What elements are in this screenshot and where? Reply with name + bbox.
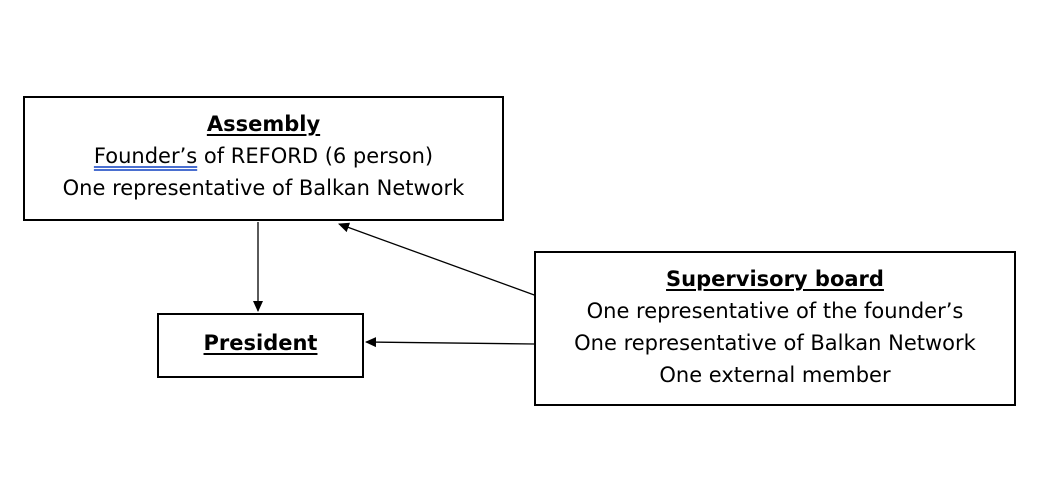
president-box: President <box>157 313 364 378</box>
assembly-founders-line: Founder’s of REFORD (6 person) <box>25 140 502 172</box>
assembly-founders-rest: of REFORD (6 person) <box>197 144 434 168</box>
president-title: President <box>203 331 318 355</box>
arrow-supervisory-to-president <box>365 337 535 348</box>
assembly-box: Assembly Founder’s of REFORD (6 person) … <box>23 96 504 221</box>
supervisory-board-box: Supervisory board One representative of … <box>534 251 1016 406</box>
arrow-supervisory-to-assembly <box>338 222 538 297</box>
supervisory-external-line: One external member <box>659 363 891 387</box>
assembly-founders-word: Founder’s <box>93 144 198 168</box>
assembly-title: Assembly <box>206 112 321 136</box>
supervisory-founders-line: One representative of the founder’s <box>586 299 964 323</box>
supervisory-board-title: Supervisory board <box>666 267 884 291</box>
assembly-balkan-line: One representative of Balkan Network <box>62 176 465 200</box>
supervisory-balkan-line: One representative of Balkan Network <box>574 331 976 355</box>
